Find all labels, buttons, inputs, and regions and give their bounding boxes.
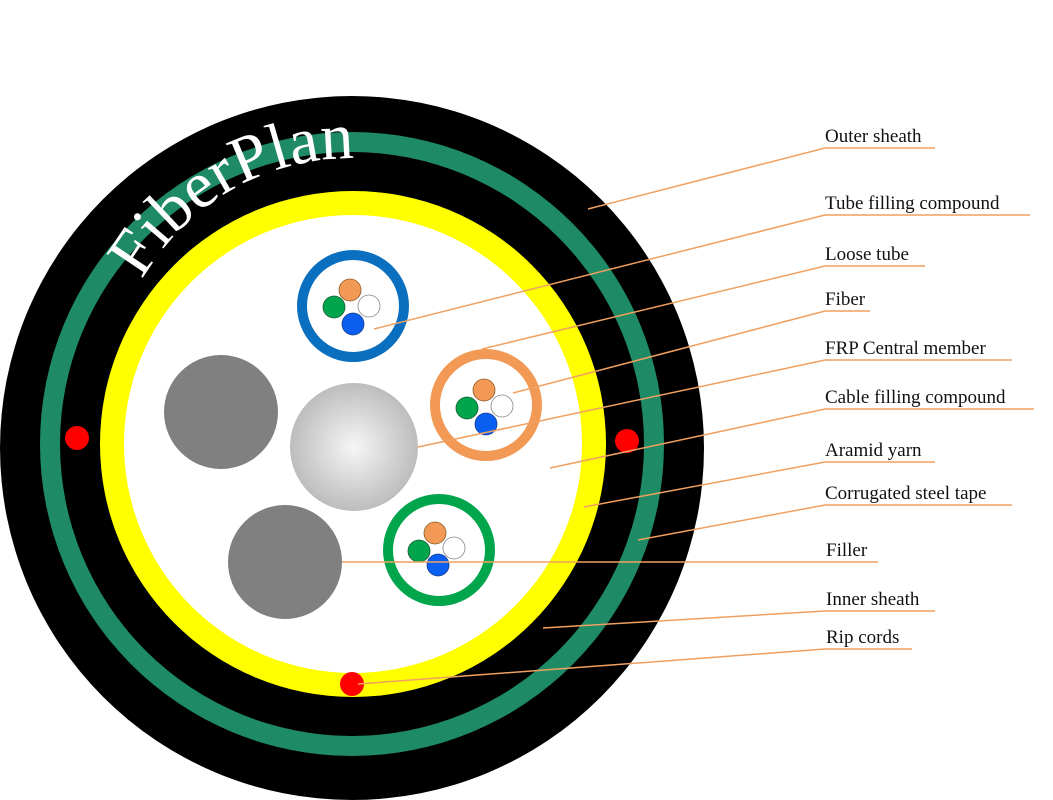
label-rip-cords: Rip cords bbox=[826, 627, 899, 648]
fiber-orange bbox=[472, 378, 496, 402]
filler bbox=[228, 505, 342, 619]
loose-tube-blue bbox=[297, 250, 409, 362]
rip-cord bbox=[65, 426, 89, 450]
leader-frp-central-member bbox=[417, 359, 1012, 448]
rip-cord bbox=[340, 672, 364, 696]
label-fiber: Fiber bbox=[825, 289, 866, 310]
leader-loose-tube bbox=[481, 265, 925, 350]
rip-cord bbox=[615, 429, 639, 453]
leader-rip-cords bbox=[357, 648, 912, 685]
fiber-orange bbox=[423, 521, 447, 545]
leader-inner-sheath bbox=[542, 610, 935, 629]
leader-lines bbox=[342, 147, 1034, 685]
label-corrugated-steel-tape: Corrugated steel tape bbox=[825, 483, 986, 504]
frp-central-member bbox=[290, 383, 418, 511]
fiber-white bbox=[357, 294, 381, 318]
leader-cable-filling-compound bbox=[549, 408, 1034, 469]
fiber-orange bbox=[338, 278, 362, 302]
filler bbox=[164, 355, 278, 469]
fiber-blue bbox=[341, 312, 365, 336]
label-inner-sheath: Inner sheath bbox=[826, 589, 920, 610]
fiber-green bbox=[407, 539, 431, 563]
fiber-white bbox=[442, 536, 466, 560]
label-cable-filling-compound: Cable filling compound bbox=[825, 387, 1006, 408]
fiber-green bbox=[455, 396, 479, 420]
leader-corrugated-steel-tape bbox=[637, 504, 1012, 541]
leader-fiber bbox=[512, 310, 870, 394]
labels: Outer sheath Tube filling compound Loose… bbox=[825, 126, 1006, 648]
fiber-blue bbox=[474, 412, 498, 436]
loose-tube-orange bbox=[430, 349, 542, 461]
label-loose-tube: Loose tube bbox=[825, 244, 909, 265]
label-tube-filling-compound: Tube filling compound bbox=[825, 193, 1000, 214]
leader-tube-filling-compound bbox=[373, 214, 1030, 330]
label-filler: Filler bbox=[826, 540, 868, 561]
label-outer-sheath: Outer sheath bbox=[825, 126, 922, 147]
fiber-blue bbox=[426, 553, 450, 577]
label-frp-central-member: FRP Central member bbox=[825, 338, 986, 359]
leader-outer-sheath bbox=[587, 147, 935, 210]
label-aramid-yarn: Aramid yarn bbox=[825, 440, 922, 461]
fiber-white bbox=[490, 394, 514, 418]
leader-aramid-yarn bbox=[583, 461, 935, 508]
loose-tube-green bbox=[383, 494, 495, 606]
fiber-green bbox=[322, 295, 346, 319]
